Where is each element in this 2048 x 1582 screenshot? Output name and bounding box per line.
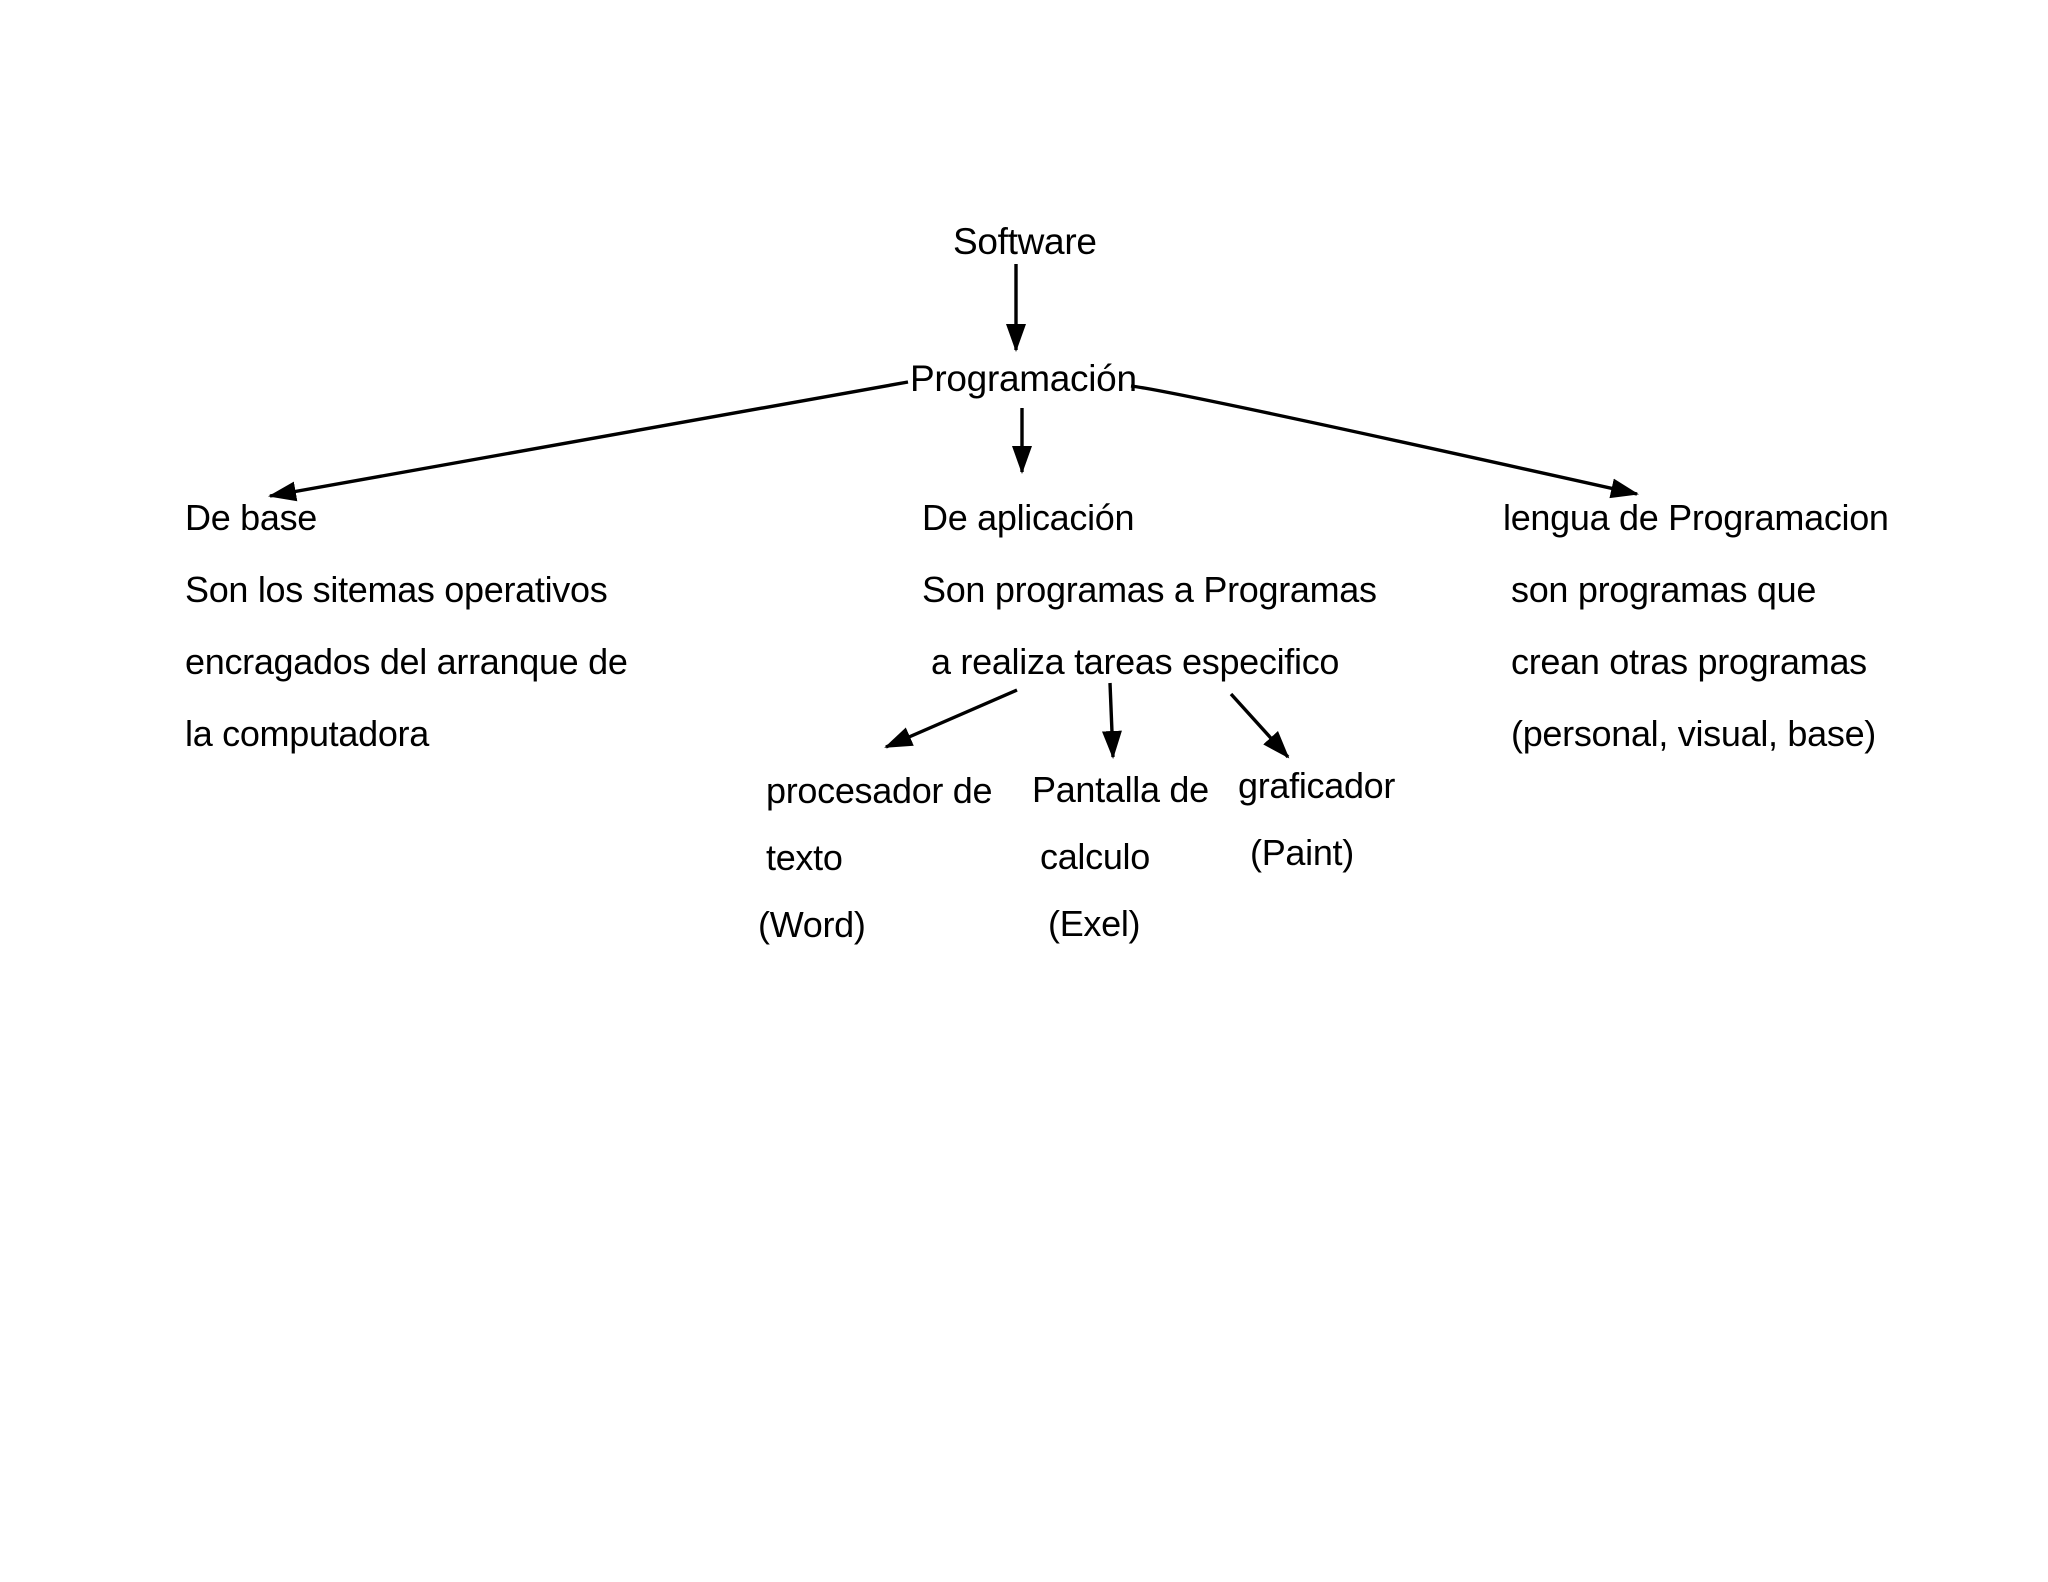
app-paint-line: (Paint) xyxy=(1250,832,1354,873)
app-pantalla-de-calculo: Pantalla de calculo (Exel) xyxy=(1032,756,1209,957)
app-paint-line: graficador xyxy=(1238,765,1396,806)
branch-lengua-line: son programas que xyxy=(1511,569,1817,610)
branch-de-aplicacion-line: a realiza tareas especifico xyxy=(931,641,1340,682)
app-word-line: procesador de xyxy=(766,770,993,811)
branch-lengua-title: lengua de Programacion xyxy=(1503,497,1889,538)
arrow-aplicacion-to-graficador xyxy=(1229,692,1290,759)
branch-de-base-title: De base xyxy=(185,497,317,538)
node-software: Software xyxy=(953,221,1097,262)
app-procesador-de-texto: procesador de texto (Word) xyxy=(758,757,993,958)
branch-lengua-de-programacion: lengua de Programacion son programas que… xyxy=(1503,482,1889,770)
branch-de-base-line: encragados del arranque de xyxy=(185,641,628,682)
arrow-programacion-to-lengua xyxy=(1130,384,1639,499)
branch-lengua-line: crean otras programas xyxy=(1511,641,1867,682)
app-excel-line: (Exel) xyxy=(1048,903,1141,944)
app-word-line: (Word) xyxy=(758,904,866,945)
arrow-aplicacion-to-procesador xyxy=(884,688,1018,749)
branch-de-base: De base Son los sitemas operativos encra… xyxy=(185,482,628,770)
branch-lengua-line: (personal, visual, base) xyxy=(1511,713,1876,754)
app-word-line: texto xyxy=(766,837,843,878)
branch-de-base-line: Son los sitemas operativos xyxy=(185,569,608,610)
app-excel-line: calculo xyxy=(1040,836,1150,877)
branch-de-base-line: la computadora xyxy=(185,713,429,754)
node-programacion: Programación xyxy=(910,358,1137,399)
branch-de-aplicacion: De aplicación Son programas a Programas … xyxy=(922,482,1377,698)
app-graficador: graficador (Paint) xyxy=(1238,752,1395,886)
arrow-programacion-to-de-base xyxy=(268,380,909,502)
branch-de-aplicacion-title: De aplicación xyxy=(922,497,1135,538)
branch-de-aplicacion-line: Son programas a Programas xyxy=(922,569,1377,610)
app-excel-line: Pantalla de xyxy=(1032,769,1209,810)
